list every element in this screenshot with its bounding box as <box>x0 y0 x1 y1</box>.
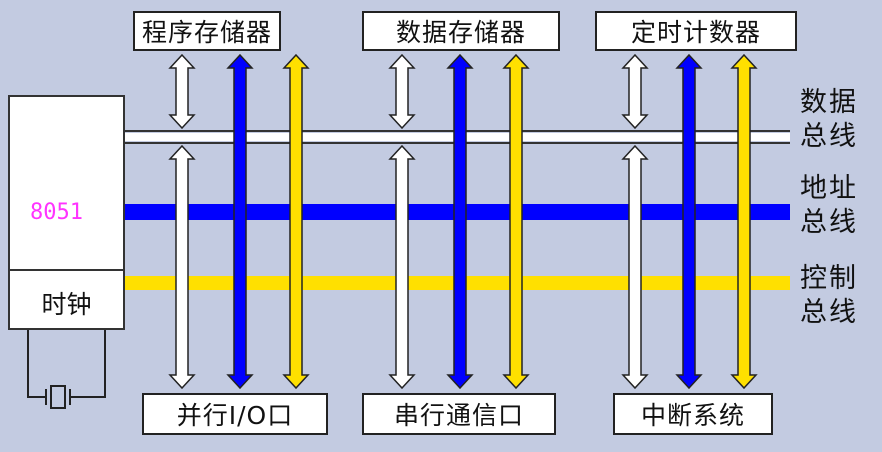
cpu-block: 8051 时钟 <box>8 95 125 330</box>
address-bus-label: 地址 总线 <box>800 172 880 240</box>
serial-port-box: 串行通信口 <box>362 393 556 435</box>
control-arrow-1 <box>502 53 530 390</box>
data-arrow-bottom-1 <box>388 144 416 390</box>
data-arrow-bottom-2 <box>621 144 649 390</box>
data-bus-label: 数据 总线 <box>800 86 880 154</box>
parallel-io-box: 并行I/O口 <box>142 393 328 435</box>
address-bus-label-line2: 总线 <box>800 207 858 238</box>
cpu-name: 8051 <box>30 200 83 225</box>
control-bus-label: 控制 总线 <box>800 262 880 330</box>
arrow-group <box>168 53 758 390</box>
data-memory-box: 数据存储器 <box>362 11 560 51</box>
data-bus-label-line1: 数据 <box>800 87 858 118</box>
program-memory-box: 程序存储器 <box>133 11 281 51</box>
address-arrow-2 <box>675 53 703 390</box>
data-arrow-top-1 <box>388 53 416 130</box>
address-bus-label-line1: 地址 <box>800 173 858 204</box>
data-bus-label-line2: 总线 <box>800 121 858 152</box>
control-bus-label-line1: 控制 <box>800 263 858 294</box>
clock-label: 时钟 <box>41 290 92 319</box>
interrupt-system-box: 中断系统 <box>613 393 773 435</box>
control-bus-label-line2: 总线 <box>800 297 858 328</box>
data-arrow-top-0 <box>168 53 196 130</box>
cpu-divider <box>10 269 123 271</box>
data-arrow-top-2 <box>621 53 649 130</box>
data-arrow-bottom-0 <box>168 144 196 390</box>
control-arrow-0 <box>282 53 310 390</box>
crystal-circuit <box>27 330 106 409</box>
timer-counter-box: 定时计数器 <box>595 11 797 51</box>
address-arrow-0 <box>226 53 254 390</box>
address-arrow-1 <box>446 53 474 390</box>
control-arrow-2 <box>730 53 758 390</box>
